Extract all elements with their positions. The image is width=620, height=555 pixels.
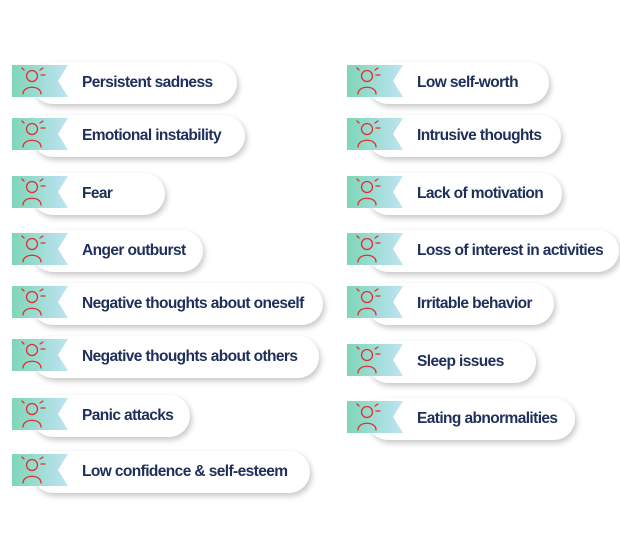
- symptom-pill: Low confidence & self-esteem: [32, 451, 310, 493]
- symptom-tag: [12, 65, 68, 97]
- blaming-person-icon: [21, 341, 46, 369]
- thumbs-down-person-icon: [356, 67, 381, 95]
- sad-head-icon: [21, 67, 46, 95]
- symptom-label: Eating abnormalities: [417, 410, 558, 427]
- symptom-tag: [347, 65, 403, 97]
- confused-person-icon: [21, 120, 46, 148]
- symptom-tag: [12, 233, 68, 265]
- mirror-person-icon: [21, 456, 46, 484]
- symptom-tag: [347, 233, 403, 265]
- symptom-tag: [12, 339, 68, 371]
- symptom-tag: [347, 401, 403, 433]
- symptom-label: Low self-worth: [417, 74, 519, 91]
- symptom-label: Lack of motivation: [417, 185, 544, 202]
- symptom-label: Panic attacks: [82, 407, 174, 424]
- symptom-label: Negative thoughts about oneself: [82, 295, 304, 312]
- overthinking-person-icon: [356, 120, 381, 148]
- symptom-label: Sleep issues: [417, 353, 504, 370]
- panic-face-icon: [21, 400, 46, 428]
- symptom-pill: Intrusive thoughts: [367, 115, 561, 157]
- fearful-person-icon: [21, 178, 46, 206]
- symptom-tag: [12, 398, 68, 430]
- tired-person-icon: [356, 178, 381, 206]
- symptom-tag: [12, 454, 68, 486]
- symptom-label: Intrusive thoughts: [417, 127, 542, 144]
- symptom-tag: [347, 176, 403, 208]
- symptom-pill: Eating abnormalities: [367, 398, 575, 440]
- symptom-label: Emotional instability: [82, 127, 222, 144]
- self-doubt-person-icon: [21, 288, 46, 316]
- symptom-tag: [12, 286, 68, 318]
- symptom-tag: [347, 344, 403, 376]
- angry-person-icon: [21, 235, 46, 263]
- symptom-tag: [347, 286, 403, 318]
- sleepless-person-icon: [356, 346, 381, 374]
- symptom-pill: Negative thoughts about others: [32, 336, 319, 378]
- symptom-label: Loss of interest in activities: [417, 242, 604, 259]
- symptom-pill: Persistent sadness: [32, 62, 237, 104]
- symptom-label: Low confidence & self-esteem: [82, 463, 288, 480]
- symptom-tag: [12, 118, 68, 150]
- eating-person-icon: [356, 403, 381, 431]
- symptom-label: Negative thoughts about others: [82, 348, 298, 365]
- symptom-label: Persistent sadness: [82, 74, 213, 91]
- symptom-pill: Negative thoughts about oneself: [32, 283, 323, 325]
- symptom-pill: Emotional instability: [32, 115, 245, 157]
- symptom-tag: [12, 176, 68, 208]
- symptom-label: Irritable behavior: [417, 295, 533, 312]
- symptom-tag: [347, 118, 403, 150]
- symptom-label: Fear: [82, 185, 113, 202]
- bored-person-icon: [356, 235, 381, 263]
- symptom-pill: Loss of interest in activities: [367, 230, 619, 272]
- symptom-pill: Anger outburst: [32, 230, 203, 272]
- symptom-label: Anger outburst: [82, 242, 186, 259]
- irritated-person-icon: [356, 288, 381, 316]
